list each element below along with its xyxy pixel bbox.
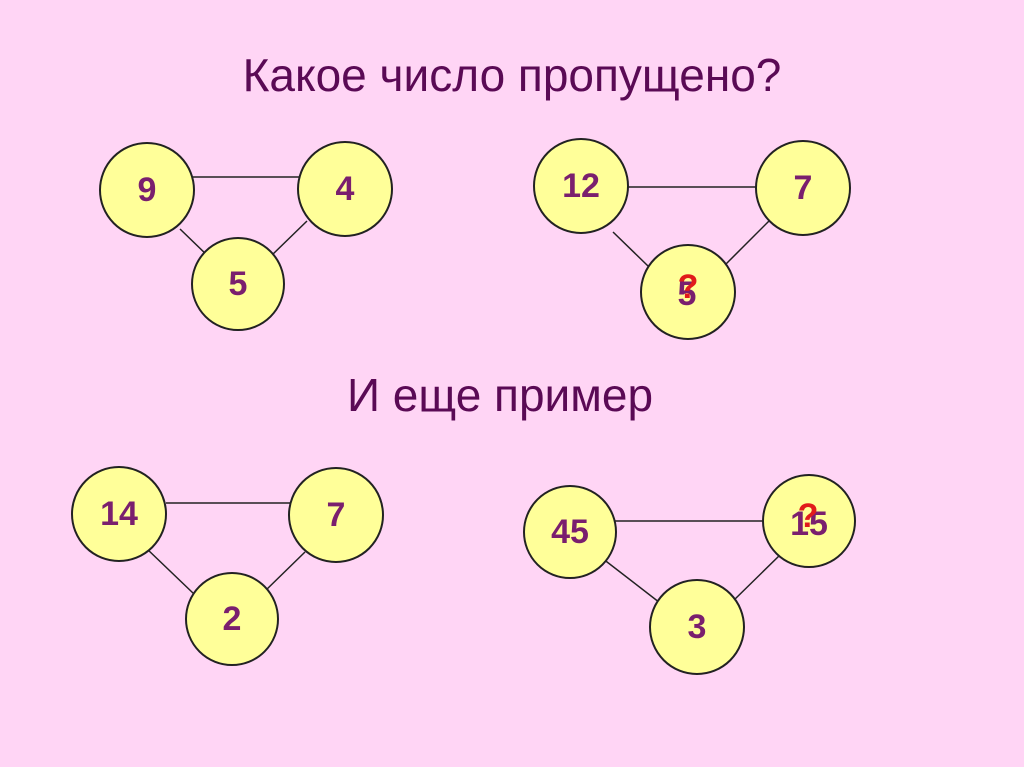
puzzle-1-node-bottom: 5: [191, 237, 285, 331]
puzzle-2-node-right: 7: [755, 140, 851, 236]
puzzle-4-bottom-value: 3: [688, 608, 707, 646]
page-title: Какое число пропущено?: [242, 49, 782, 101]
puzzle-4-node-bottom: 3: [649, 579, 745, 675]
puzzle-2-bottom-value: 5: [678, 275, 697, 313]
puzzle-3-node-right: 7: [288, 467, 384, 563]
puzzle-4-left-value: 45: [551, 513, 589, 551]
puzzle-1-bottom-value: 5: [229, 265, 248, 303]
puzzle-1-right-value: 4: [336, 170, 355, 208]
puzzle-2-edge-left: [612, 231, 649, 267]
puzzle-3-bottom-value: 2: [223, 600, 242, 638]
puzzle-1-node-right: 4: [297, 141, 393, 237]
puzzle-3-right-value: 7: [327, 496, 346, 534]
puzzle-2-right-value: 7: [794, 169, 813, 207]
puzzle-3-node-bottom: 2: [185, 572, 279, 666]
puzzle-2: 12 7 5 ?: [533, 138, 851, 340]
puzzle-1-node-left: 9: [99, 142, 195, 238]
puzzle-2-edge-right: [721, 219, 771, 269]
puzzle-4-edge-right: [731, 552, 783, 603]
puzzle-3-edge-right: [263, 551, 306, 593]
puzzle-4-right-value: 15: [790, 505, 828, 543]
puzzle-4-question-mark: ?: [798, 497, 819, 535]
puzzle-3: 14 7 2: [71, 466, 384, 666]
puzzle-2-node-left: 12: [533, 138, 629, 234]
puzzle-2-question-mark: ?: [678, 268, 699, 306]
puzzle-3-node-left: 14: [71, 466, 167, 562]
puzzle-3-edge-left: [145, 547, 195, 595]
puzzle-4-node-right: 15 ?: [762, 474, 856, 568]
puzzle-4-node-left: 45: [523, 485, 617, 579]
puzzle-2-node-bottom: 5 ?: [640, 244, 736, 340]
puzzle-1-left-value: 9: [138, 171, 157, 209]
puzzle-1-edge-right: [271, 220, 308, 256]
puzzle-1: 9 4 5: [99, 141, 393, 331]
puzzle-3-left-value: 14: [100, 495, 138, 533]
puzzle-4: 45 15 ? 3: [523, 474, 856, 675]
puzzle-4-edge-left: [597, 554, 665, 607]
puzzle-2-left-value: 12: [562, 167, 600, 205]
page-subtitle: И еще пример: [346, 369, 654, 421]
